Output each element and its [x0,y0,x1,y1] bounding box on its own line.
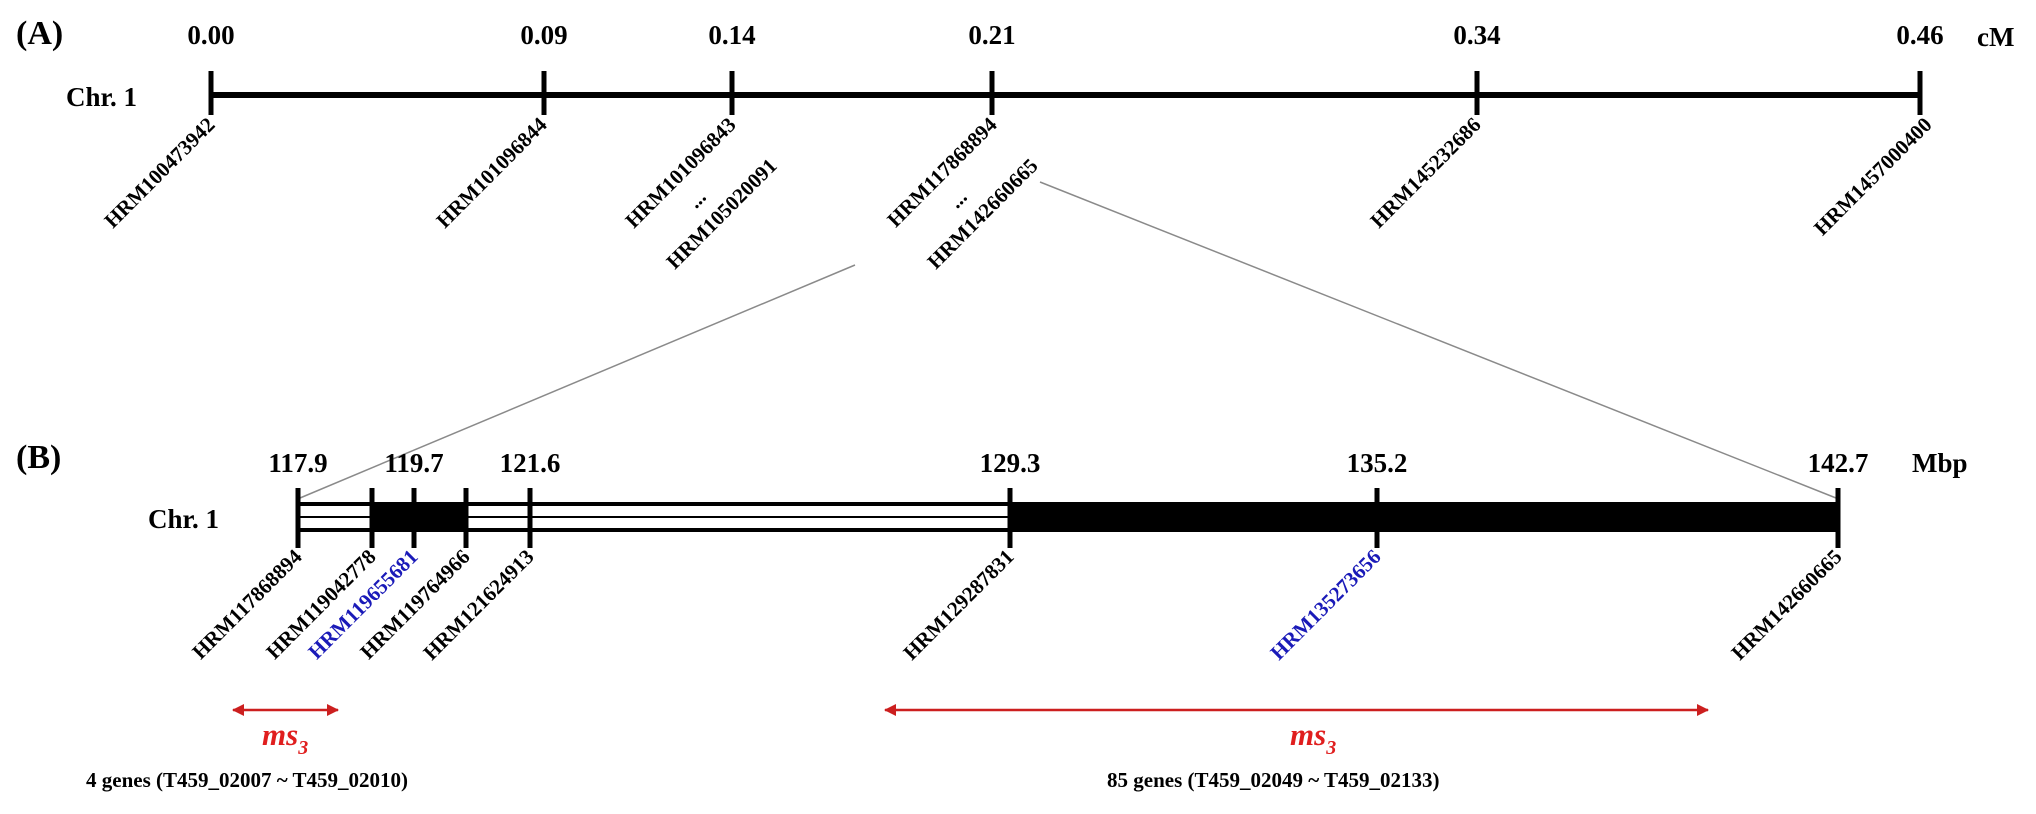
panel-a-marker: HRM101096844 [431,112,551,232]
panel-a-position-label: 0.46 [1896,20,1943,50]
panel-a-position-label: 0.21 [968,20,1015,50]
panel-a-label: (A) [16,15,63,52]
panel-a-marker: HRM101096843 ... HRM105020091 [620,113,781,274]
panel-b: (B) Chr. 1 Mbp 117.9 119.7 121.6 129.3 1… [16,439,1968,792]
panel-a-ticks [208,71,1923,115]
marker-label: HRM129287831 [898,545,1018,665]
panel-b-position-label: 129.3 [980,448,1041,478]
gene-count-label: 85 genes (T459_02049 ~ T459_02133) [1107,768,1440,792]
gene-count-label: 4 genes (T459_02007 ~ T459_02010) [86,768,408,792]
panel-b-marker: HRM142660665 [1726,545,1846,665]
panel-a-marker-labels: HRM100473942 HRM101096844 HRM101096843 .… [99,112,1936,273]
panel-a-position-label: 0.14 [708,20,755,50]
zoom-line-right [1039,181,1837,499]
panel-b-chromosome-label: Chr. 1 [148,504,219,534]
panel-a-marker: HRM117868894 ... HRM142660665 [882,112,1042,273]
panel-a-unit-label: cM [1977,22,2014,52]
marker-label: HRM100473942 [99,113,219,233]
panel-a-position-label: 0.00 [187,20,234,50]
gene-name-label: ms3 [262,717,308,759]
panel-b-marker: HRM135273656 [1265,545,1385,665]
marker-label: HRM142660665 [1726,545,1846,665]
panel-a: (A) Chr. 1 cM 0.00 0.09 0.14 0.21 0.34 0… [16,15,2014,274]
zoom-line-left [299,264,856,499]
gene-interval-1: ms3 4 genes (T459_02007 ~ T459_02010) [86,704,408,792]
marker-ellipsis: ... [683,185,711,213]
chromosome-filled-segment [372,504,466,530]
panel-b-label: (B) [16,439,61,476]
panel-b-position-label: 119.7 [384,448,443,478]
marker-label: HRM145232686 [1365,113,1485,233]
gene-name-label: ms3 [1290,717,1336,759]
panel-b-ticks [295,488,1841,548]
panel-a-marker: HRM1457000400 [1809,113,1937,241]
panel-b-position-label: 117.9 [268,448,327,478]
panel-b-position-label: 142.7 [1808,448,1869,478]
panel-b-position-label: 121.6 [500,448,561,478]
panel-a-position-label: 0.09 [520,20,567,50]
panel-b-marker-labels: HRM117868894 HRM119042778 HRM119655681 H… [187,544,1846,664]
panel-a-marker: HRM145232686 [1365,113,1485,233]
panel-b-position-label: 135.2 [1347,448,1408,478]
panel-a-chromosome-label: Chr. 1 [66,82,137,112]
zoom-connector [299,181,1837,499]
marker-ellipsis: ... [944,185,972,213]
marker-label: HRM121624913 [418,545,538,665]
panel-b-marker: HRM129287831 [898,545,1018,665]
marker-label-highlight: HRM135273656 [1265,545,1385,665]
panel-a-marker: HRM100473942 [99,113,219,233]
gene-interval-2: ms3 85 genes (T459_02049 ~ T459_02133) [884,704,1709,792]
panel-a-position-label: 0.34 [1453,20,1500,50]
panel-a-position-labels: 0.00 0.09 0.14 0.21 0.34 0.46 [187,20,1943,50]
panel-b-marker: HRM121624913 [418,545,538,665]
marker-label: HRM1457000400 [1809,113,1937,241]
panel-b-position-labels: 117.9 119.7 121.6 129.3 135.2 142.7 [268,448,1868,478]
marker-label: HRM101096844 [431,112,551,232]
panel-b-unit-label: Mbp [1912,448,1968,478]
chromosome-filled-segment [1010,504,1838,530]
